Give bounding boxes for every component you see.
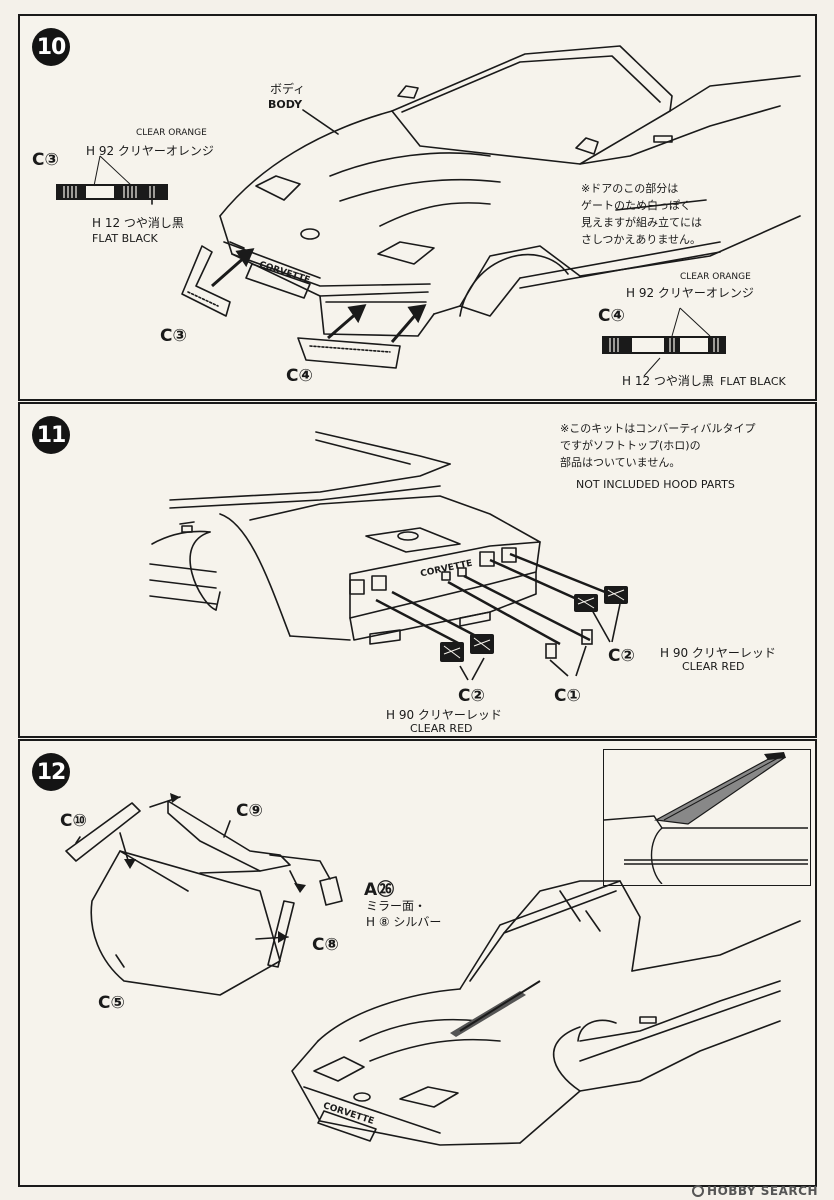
c3-flat-black-jp: H 12 つや消し黒: [92, 216, 184, 230]
c4-clear-orange-en: CLEAR ORANGE: [680, 272, 751, 282]
step-12-panel: 12: [18, 739, 817, 1187]
c4-part-label-bottom: C④: [286, 366, 313, 386]
c2-clear-red-jp-right: H 90 クリヤーレッド: [660, 646, 776, 660]
c3-clear-orange-jp: H 92 クリヤーオレンジ: [86, 144, 214, 158]
c4-clear-orange-jp: H 92 クリヤーオレンジ: [626, 286, 754, 300]
c4-flat-black-en: FLAT BLACK: [720, 375, 786, 388]
step-number-badge: 11: [32, 416, 70, 454]
step-number-badge: 10: [32, 28, 70, 66]
not-included-note-en: NOT INCLUDED HOOD PARTS: [576, 478, 735, 491]
convertible-note-jp: ※このキットはコンバーティバルタイプ ですがソフトトップ(ホロ)の 部品はついて…: [560, 422, 756, 469]
step-10-illustration: [56, 45, 801, 377]
body-label-en: BODY: [268, 98, 303, 111]
step-11-panel: 11: [18, 402, 817, 738]
c3-part-label-bottom: C③: [160, 326, 187, 346]
c10-part-label: C⑩: [60, 811, 87, 831]
detail-inset: [603, 749, 811, 886]
c3-part-label-top: C③: [32, 150, 59, 170]
a26-part-label: A㉖: [364, 880, 395, 900]
step-10-panel: 10: [18, 14, 817, 401]
c2-part-label-right: C②: [608, 646, 635, 666]
a26-mirror-jp: ミラー面・: [366, 899, 427, 913]
c2-clear-red-jp-bottom: H 90 クリヤーレッド: [386, 708, 502, 722]
door-gate-note-text: ※ドアのこの部分は ゲートのため白っぽく 見えますが組み立てには さしつかえあり…: [581, 182, 702, 246]
c4-part-label-right: C④: [598, 306, 625, 326]
watermark-text: HOBBY SEARCH: [707, 1184, 818, 1198]
c3-flat-black-en: FLAT BLACK: [92, 232, 158, 245]
c4-flat-black-jp: H 12 つや消し黒: [622, 374, 714, 388]
a26-silver-jp: H ⑧ シルバー: [366, 915, 442, 929]
inset-illustration: [603, 752, 808, 885]
c2-clear-red-en-bottom: CLEAR RED: [410, 722, 473, 735]
c2-part-label-bottom: C②: [458, 686, 485, 706]
step-11-illustration: [149, 431, 628, 681]
c2-clear-red-en-right: CLEAR RED: [682, 660, 745, 673]
c5-part-label: C⑤: [98, 993, 125, 1013]
step-number-badge: 12: [32, 753, 70, 791]
c3-clear-orange-en: CLEAR ORANGE: [136, 128, 207, 138]
hobby-search-watermark: HOBBY SEARCH: [692, 1184, 818, 1198]
body-label-jp: ボディ: [270, 82, 306, 96]
step-12-illustration: [65, 793, 801, 1146]
c1-part-label: C①: [554, 686, 581, 706]
c9-part-label: C⑨: [236, 801, 263, 821]
copyright-icon: [692, 1185, 705, 1197]
c8-part-label: C⑧: [312, 935, 339, 955]
